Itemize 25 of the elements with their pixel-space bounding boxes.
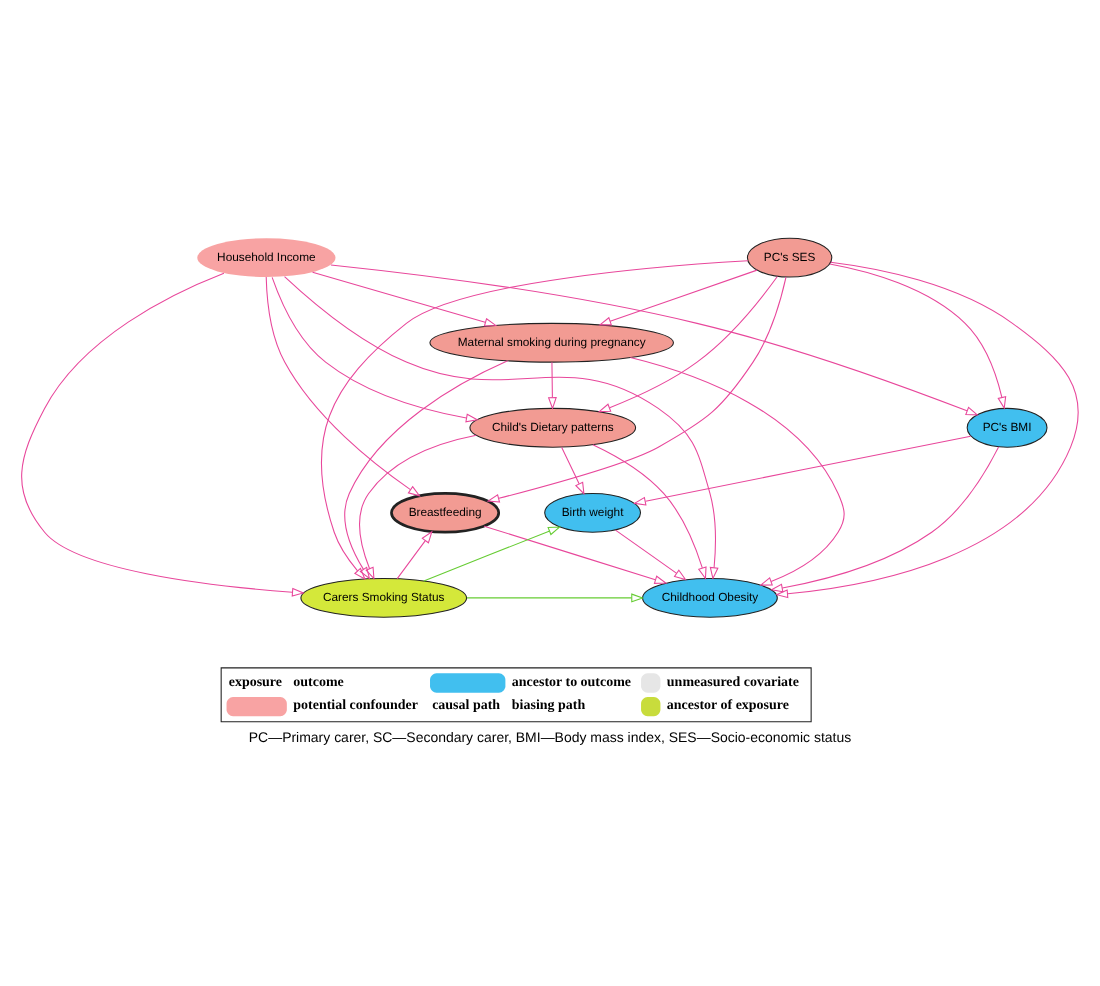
arrow: [466, 592, 645, 602]
arrow: [614, 528, 687, 580]
arrow: [423, 525, 562, 581]
arrow: [632, 434, 972, 505]
arrow: [829, 262, 1007, 409]
arrow: [629, 356, 845, 585]
arrow: [769, 445, 1000, 592]
arrow: [344, 359, 509, 579]
arrow: [284, 275, 719, 580]
arrow: [396, 529, 433, 579]
arrow: [21, 271, 305, 596]
arrow: [598, 268, 758, 325]
arrow: [359, 433, 477, 580]
arrow: [597, 275, 778, 412]
arrow: [271, 275, 479, 422]
arrow: [547, 360, 557, 409]
arrow: [592, 443, 707, 580]
arrow: [330, 263, 979, 415]
arrow: [483, 524, 668, 583]
arrow: [312, 270, 498, 326]
arrow: [561, 445, 585, 495]
arrow: [486, 275, 787, 502]
arrow: [265, 275, 421, 496]
arrow: [320, 259, 749, 580]
arrow: [775, 260, 1079, 598]
